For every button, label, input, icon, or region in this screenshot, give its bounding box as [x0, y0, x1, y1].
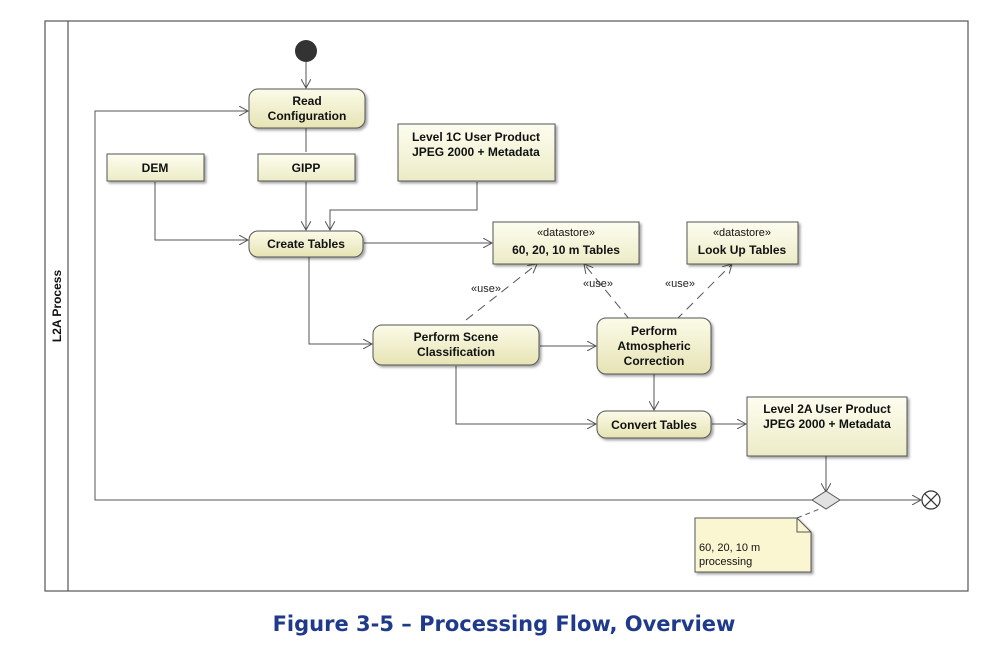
- object-level-1c-user-product: Level 1C User Product JPEG 2000 + Metada…: [397, 123, 556, 182]
- use-label-3: «use»: [665, 278, 695, 290]
- atmos-line1: Perform: [631, 324, 677, 338]
- object-dem: DEM: [106, 153, 205, 182]
- flow-dem-create: [154, 182, 248, 240]
- level1c-line1: Level 1C User Product: [412, 130, 540, 144]
- use-scene-tables: [465, 264, 537, 321]
- level2a-line2: JPEG 2000 + Metadata: [763, 417, 891, 431]
- use-dependencies: [465, 264, 732, 321]
- flow-level1c-create: [330, 182, 478, 230]
- read-config-line2: Configuration: [268, 109, 347, 123]
- gipp-label: GIPP: [292, 161, 321, 175]
- figure-caption: Figure 3-5 – Processing Flow, Overview: [272, 612, 736, 636]
- scene-line1: Perform Scene: [414, 330, 499, 344]
- action-convert-tables: Convert Tables: [596, 410, 712, 439]
- level2a-line1: Level 2A User Product: [763, 402, 891, 416]
- note-line1: 60, 20, 10 m: [699, 542, 760, 554]
- flow-loop-back: [94, 111, 812, 501]
- lut-stereotype: «datastore»: [713, 227, 771, 239]
- action-perform-atmospheric-correction: Perform Atmospheric Correction: [596, 317, 712, 375]
- create-tables-label: Create Tables: [267, 237, 345, 251]
- note-processing: 60, 20, 10 m processing: [694, 517, 812, 573]
- use-label-2: «use»: [583, 278, 613, 290]
- final-node: [921, 490, 941, 510]
- atmos-line2: Atmospheric: [617, 339, 691, 353]
- datastore-look-up-tables: «datastore» Look Up Tables: [686, 221, 799, 265]
- object-gipp: GIPP: [257, 153, 356, 182]
- use-atmos-tables: [584, 264, 631, 321]
- action-read-configuration: Read Configuration: [248, 88, 366, 129]
- atmos-line3: Correction: [624, 354, 685, 368]
- dem-label: DEM: [142, 161, 169, 175]
- scene-line2: Classification: [417, 345, 495, 359]
- tables-store-label: 60, 20, 10 m Tables: [512, 243, 620, 257]
- datastore-60-20-10-m-tables: «datastore» 60, 20, 10 m Tables: [492, 221, 640, 265]
- control-flows: [94, 62, 921, 501]
- action-perform-scene-classification: Perform Scene Classification: [372, 324, 540, 366]
- level1c-line2: JPEG 2000 + Metadata: [412, 145, 540, 159]
- tables-stereotype: «datastore»: [537, 227, 595, 239]
- decision-node: [811, 490, 841, 510]
- flow-scene-convert: [455, 366, 596, 424]
- lut-label: Look Up Tables: [698, 243, 787, 257]
- action-create-tables: Create Tables: [248, 230, 364, 258]
- diagram-frame: [44, 20, 969, 592]
- object-level-2a-user-product: Level 2A User Product JPEG 2000 + Metada…: [746, 396, 908, 457]
- swimlane-label: L2A Process: [50, 270, 64, 343]
- flow-create-scene: [308, 257, 372, 344]
- note-connector: [796, 507, 823, 519]
- note-line2: processing: [699, 556, 752, 568]
- use-label-1: «use»: [471, 283, 501, 295]
- use-atmos-lut: [675, 264, 732, 321]
- convert-tables-label: Convert Tables: [611, 418, 697, 432]
- activity-diagram: L2A Process «use» «use» «use» Read Confi…: [44, 20, 969, 592]
- read-config-line1: Read: [292, 94, 321, 108]
- initial-node: [295, 40, 317, 62]
